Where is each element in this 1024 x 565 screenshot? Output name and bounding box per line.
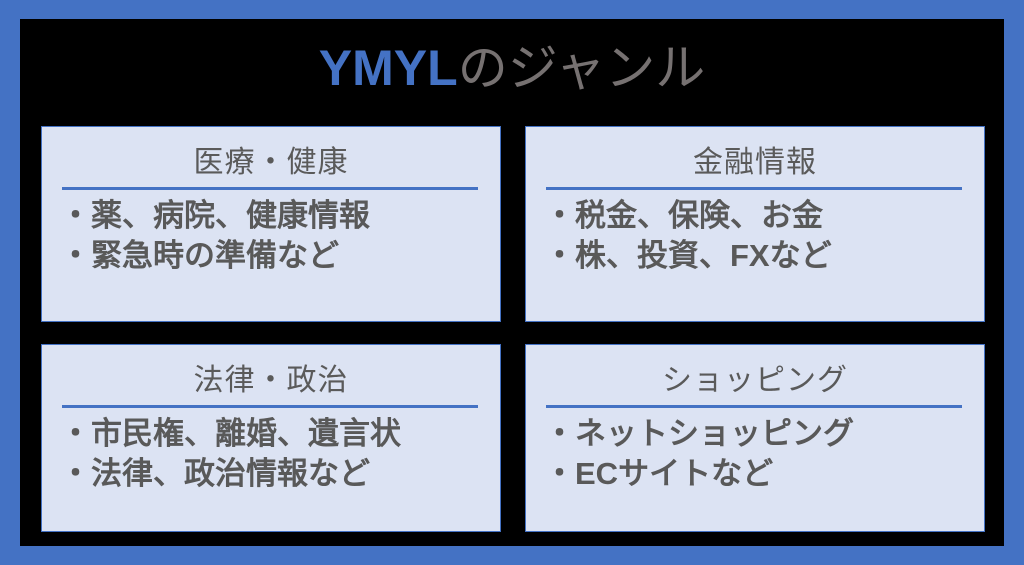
category-card-law-politics: 法律・政治 ・市民権、離婚、遺言状 ・法律、政治情報など [41, 344, 501, 532]
slide-canvas: YMYLのジャンル 医療・健康 ・薬、病院、健康情報 ・緊急時の準備など 金融情… [20, 19, 1004, 546]
card-title: 法律・政治 [193, 364, 349, 397]
list-item: ・税金、保険、お金 [544, 198, 823, 233]
card-divider [546, 187, 962, 190]
page-title-sub: のジャンル [457, 40, 706, 96]
card-divider [546, 405, 962, 408]
list-item: ・ECサイトなど [544, 455, 774, 491]
card-title: 金融情報 [693, 146, 817, 179]
category-card-medical: 医療・健康 ・薬、病院、健康情報 ・緊急時の準備など [41, 126, 501, 322]
list-item: ・市民権、離婚、遺言状 [60, 416, 401, 451]
list-item: ・緊急時の準備など [60, 237, 339, 273]
page-title: YMYLのジャンル [20, 43, 1004, 93]
list-item: ・ネットショッピング [544, 416, 854, 451]
list-item: ・法律、政治情報など [60, 455, 370, 491]
card-divider [62, 187, 478, 190]
card-body: ・税金、保険、お金 ・株、投資、FXなど [526, 190, 984, 275]
card-divider [62, 405, 478, 408]
category-card-shopping: ショッピング ・ネットショッピング ・ECサイトなど [525, 344, 985, 532]
card-body: ・ネットショッピング ・ECサイトなど [526, 408, 984, 493]
card-title: ショッピング [662, 364, 848, 397]
page-title-main: YMYL [318, 40, 458, 96]
card-title: 医療・健康 [193, 146, 349, 179]
category-card-grid: 医療・健康 ・薬、病院、健康情報 ・緊急時の準備など 金融情報 ・税金、保険、お… [41, 126, 985, 537]
card-body: ・市民権、離婚、遺言状 ・法律、政治情報など [42, 408, 500, 493]
list-item: ・株、投資、FXなど [544, 237, 832, 273]
list-item: ・薬、病院、健康情報 [60, 198, 370, 233]
category-card-finance: 金融情報 ・税金、保険、お金 ・株、投資、FXなど [525, 126, 985, 322]
card-body: ・薬、病院、健康情報 ・緊急時の準備など [42, 190, 500, 275]
